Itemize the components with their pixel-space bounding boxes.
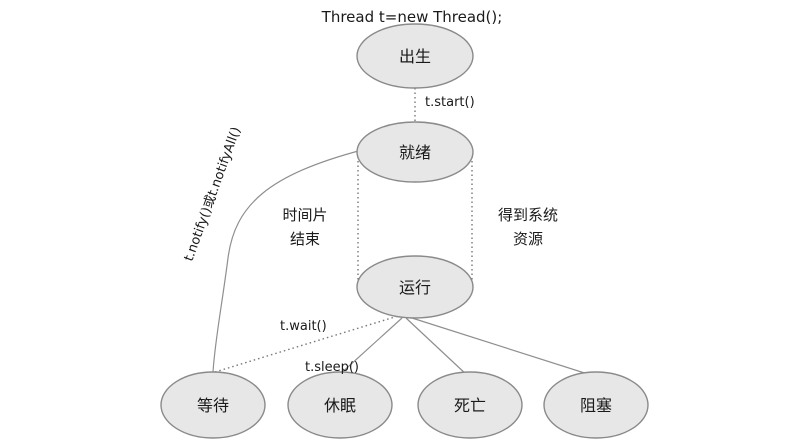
edge-label-resource-2: 资源: [513, 230, 543, 248]
edge-label-notify: t.notify()或t.notifyAll(): [182, 125, 245, 263]
edge-label-resource-1: 得到系统: [498, 206, 558, 224]
label-ready: 就绪: [399, 143, 431, 162]
edge-running-to-blocked: [411, 317, 595, 377]
label-waiting: 等待: [197, 396, 229, 415]
edge-label-wait: t.wait(): [280, 319, 327, 334]
label-blocked: 阻塞: [580, 396, 612, 415]
edge-label-sleep: t.sleep(): [305, 360, 359, 375]
node-ready: [356, 121, 474, 183]
node-born: [356, 23, 474, 89]
node-blocked: [543, 371, 649, 439]
label-born: 出生: [399, 47, 431, 66]
edge-label-start: t.start(): [425, 95, 475, 110]
edge-waiting-to-ready: [212, 149, 363, 373]
label-running: 运行: [399, 278, 431, 297]
node-waiting: [160, 371, 266, 439]
label-sleeping: 休眠: [324, 396, 356, 415]
node-sleeping: [287, 371, 393, 439]
edge-running-to-dead: [405, 317, 469, 377]
label-dead: 死亡: [454, 396, 486, 415]
header-code: Thread t=new Thread();: [321, 8, 503, 26]
edge-label-timeslice-2: 结束: [290, 230, 320, 248]
node-dead: [417, 371, 523, 439]
edge-running-to-waiting: [214, 315, 399, 373]
edge-running-to-sleeping: [337, 317, 403, 377]
edge-label-timeslice-1: 时间片: [282, 206, 327, 224]
node-running: [356, 255, 474, 319]
